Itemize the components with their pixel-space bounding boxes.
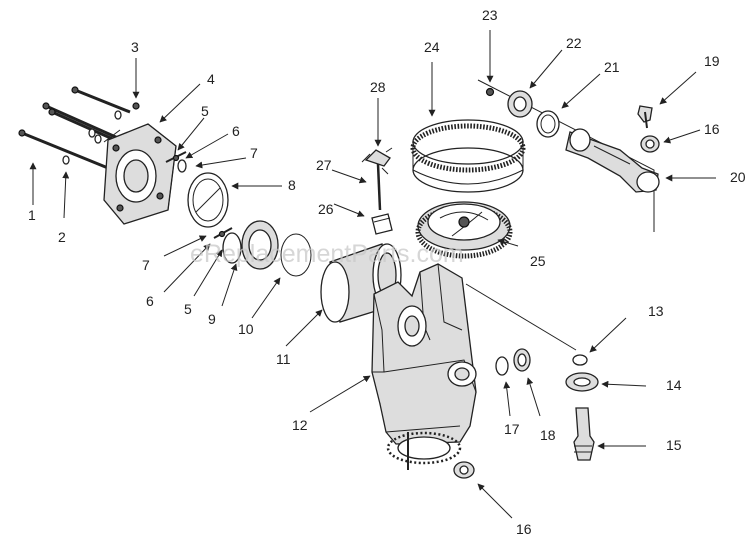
callout-10: 10 xyxy=(238,321,254,337)
callout-19: 19 xyxy=(704,53,720,69)
part-pulley xyxy=(415,201,513,259)
callout-22: 22 xyxy=(566,35,582,51)
part-bearing-14 xyxy=(565,372,599,392)
callout-2: 2 xyxy=(58,229,66,245)
part-gasket xyxy=(187,172,229,228)
part-screw xyxy=(485,87,495,97)
callout-9: 9 xyxy=(208,311,216,327)
shaft-axis-line xyxy=(465,283,577,351)
part-connecting-rod xyxy=(361,147,393,235)
callout-3: 3 xyxy=(131,39,139,55)
part-bearing xyxy=(507,90,533,118)
callout-14: 14 xyxy=(666,377,682,393)
part-motor-fan xyxy=(379,391,477,470)
callout-6-lower: 6 xyxy=(146,293,154,309)
part-cylinder-head xyxy=(103,123,177,225)
part-bolts xyxy=(18,86,131,170)
part-belt xyxy=(410,119,526,193)
callout-28: 28 xyxy=(370,79,386,95)
callout-7-upper: 7 xyxy=(250,145,258,161)
callout-24: 24 xyxy=(424,39,440,55)
part-washer-13 xyxy=(572,354,588,366)
part-spacer-17 xyxy=(495,356,509,376)
part-shaft xyxy=(573,407,595,461)
callout-15: 15 xyxy=(666,437,682,453)
part-ring-washer xyxy=(536,110,560,138)
callout-26: 26 xyxy=(318,201,334,217)
part-valve-set-lower xyxy=(213,227,242,264)
callout-17: 17 xyxy=(504,421,520,437)
callout-16-upper: 16 xyxy=(704,121,720,137)
callout-13: 13 xyxy=(648,303,664,319)
callout-numbers: 1 2 3 4 5 6 7 8 7 6 5 9 10 11 12 13 14 1… xyxy=(28,7,746,537)
callout-1: 1 xyxy=(28,207,36,223)
callout-5-upper: 5 xyxy=(201,103,209,119)
callout-21: 21 xyxy=(604,59,620,75)
part-bearing-upper xyxy=(640,135,660,153)
part-crank-arm xyxy=(565,128,660,193)
part-valve-set-upper xyxy=(165,151,187,173)
callout-23: 23 xyxy=(482,7,498,23)
callout-18: 18 xyxy=(540,427,556,443)
part-washers xyxy=(62,110,122,165)
callout-5-lower: 5 xyxy=(184,301,192,317)
callout-12: 12 xyxy=(292,417,308,433)
part-bearing-18 xyxy=(513,348,531,372)
callout-8: 8 xyxy=(288,177,296,193)
callout-27: 27 xyxy=(316,157,332,173)
part-o-ring xyxy=(280,233,312,277)
callout-4: 4 xyxy=(207,71,215,87)
callout-25: 25 xyxy=(530,253,546,269)
callout-6-upper: 6 xyxy=(232,123,240,139)
callout-11: 11 xyxy=(276,351,291,367)
callout-7-lower: 7 xyxy=(142,257,150,273)
part-small-screw xyxy=(132,102,140,110)
callout-16-lower: 16 xyxy=(516,521,532,537)
part-crankcase xyxy=(371,263,477,419)
callout-20: 20 xyxy=(730,169,746,185)
part-bolt-19 xyxy=(637,105,653,129)
watermark-text: eReplacementParts.com xyxy=(190,240,464,268)
part-bearing-lower xyxy=(453,461,475,479)
leader-lines xyxy=(29,30,716,519)
part-valve-plate xyxy=(241,220,279,270)
